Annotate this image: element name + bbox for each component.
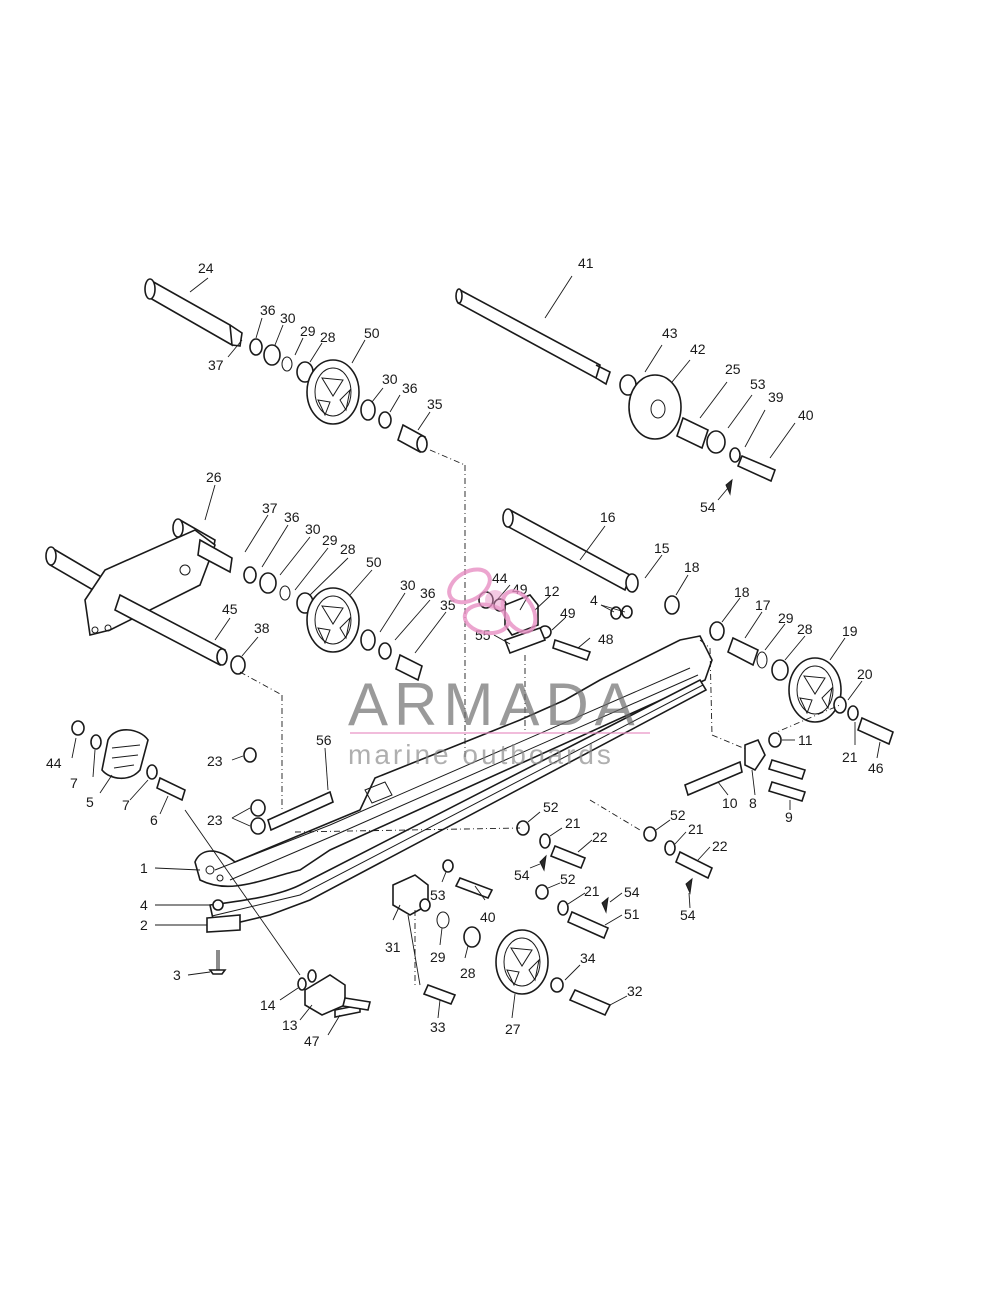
callout-20: 20 <box>857 666 873 682</box>
callout-24: 24 <box>198 260 214 276</box>
callout-22: 22 <box>712 838 728 854</box>
callout-44: 44 <box>492 570 508 586</box>
callout-49: 49 <box>560 605 576 621</box>
callout-4: 4 <box>590 592 598 608</box>
callout-41: 41 <box>578 255 594 271</box>
callout-46: 46 <box>868 760 884 776</box>
upper-left-shaft-assembly: 24 36 30 29 28 50 37 30 36 35 <box>144 260 443 454</box>
callout-34: 34 <box>580 950 596 966</box>
watermark-title: ARMADA <box>348 671 641 738</box>
callout-51: 51 <box>624 906 640 922</box>
callout-54: 54 <box>700 499 716 515</box>
callout-56: 56 <box>316 732 332 748</box>
callout-53: 53 <box>750 376 766 392</box>
callout-12: 12 <box>544 583 560 599</box>
callout-7: 7 <box>70 775 78 791</box>
callout-26: 26 <box>206 469 222 485</box>
center-bracket-assembly: 44 49 12 49 55 48 4 <box>475 570 633 662</box>
callout-21: 21 <box>842 749 858 765</box>
callout-13: 13 <box>282 1017 298 1033</box>
callout-21: 21 <box>688 821 704 837</box>
watermark-subtitle: marine outboards <box>348 739 614 770</box>
callout-54: 54 <box>624 884 640 900</box>
callout-31: 31 <box>385 939 401 955</box>
callout-2: 2 <box>140 917 148 933</box>
callout-23: 23 <box>207 812 223 828</box>
lower-right-parts: 52 21 22 54 52 21 54 51 52 21 22 54 10 8… <box>514 732 813 940</box>
callout-9: 9 <box>785 809 793 825</box>
callout-50: 50 <box>364 325 380 341</box>
callout-22: 22 <box>592 829 608 845</box>
callout-35: 35 <box>427 396 443 412</box>
callout-25: 25 <box>725 361 741 377</box>
callout-38: 38 <box>254 620 270 636</box>
callout-36: 36 <box>284 509 300 525</box>
callout-7: 7 <box>122 797 130 813</box>
callout-29: 29 <box>778 610 794 626</box>
callout-19: 19 <box>842 623 858 639</box>
callout-33: 33 <box>430 1019 446 1035</box>
callout-28: 28 <box>797 621 813 637</box>
watermark-logo <box>447 567 538 636</box>
lower-left-parts: 4 3 14 13 47 <box>140 897 371 1049</box>
callout-29: 29 <box>322 532 338 548</box>
callout-47: 47 <box>304 1033 320 1049</box>
callout-50: 50 <box>366 554 382 570</box>
callout-36: 36 <box>402 380 418 396</box>
lower-center-parts: 31 29 28 53 40 33 27 34 32 <box>385 859 643 1037</box>
callout-23: 23 <box>207 753 223 769</box>
callout-30: 30 <box>280 310 296 326</box>
callout-44: 44 <box>46 755 62 771</box>
watermark: ARMADA marine outboards <box>348 567 650 770</box>
callout-37: 37 <box>262 500 278 516</box>
callout-3: 3 <box>173 967 181 983</box>
callout-1: 1 <box>140 860 148 876</box>
callout-40: 40 <box>798 407 814 423</box>
callout-8: 8 <box>749 795 757 811</box>
callout-54: 54 <box>514 867 530 883</box>
callout-48: 48 <box>598 631 614 647</box>
callout-18: 18 <box>734 584 750 600</box>
callout-42: 42 <box>690 341 706 357</box>
left-front-parts: 44 7 5 7 6 23 23 <box>46 720 301 976</box>
callout-17: 17 <box>755 597 771 613</box>
callout-10: 10 <box>722 795 738 811</box>
upper-right-shaft-assembly: 41 43 42 25 53 39 40 54 <box>455 255 814 515</box>
callout-30: 30 <box>400 577 416 593</box>
callout-37: 37 <box>208 357 224 373</box>
callout-30: 30 <box>382 371 398 387</box>
callout-29: 29 <box>430 949 446 965</box>
callout-21: 21 <box>565 815 581 831</box>
callout-15: 15 <box>654 540 670 556</box>
callout-4: 4 <box>140 897 148 913</box>
middle-left-arm-assembly: 26 37 36 30 29 28 50 45 38 30 36 35 <box>45 469 456 682</box>
callout-28: 28 <box>320 329 336 345</box>
callout-28: 28 <box>340 541 356 557</box>
callout-11: 11 <box>798 732 813 748</box>
callout-53: 53 <box>430 887 446 903</box>
callout-28: 28 <box>460 965 476 981</box>
callout-39: 39 <box>768 389 784 405</box>
callout-29: 29 <box>300 323 316 339</box>
callout-14: 14 <box>260 997 276 1013</box>
callout-45: 45 <box>222 601 238 617</box>
callout-32: 32 <box>627 983 643 999</box>
callout-52: 52 <box>560 871 576 887</box>
callout-36: 36 <box>420 585 436 601</box>
callout-30: 30 <box>305 521 321 537</box>
callout-40: 40 <box>480 909 496 925</box>
callout-36: 36 <box>260 302 276 318</box>
middle-right-shaft-assembly: 16 15 18 18 17 29 28 19 20 21 46 <box>502 508 894 776</box>
callout-27: 27 <box>505 1021 521 1037</box>
callout-16: 16 <box>600 509 616 525</box>
callout-43: 43 <box>662 325 678 341</box>
callout-52: 52 <box>670 807 686 823</box>
callout-6: 6 <box>150 812 158 828</box>
callout-18: 18 <box>684 559 700 575</box>
callout-21: 21 <box>584 883 600 899</box>
callout-52: 52 <box>543 799 559 815</box>
callout-5: 5 <box>86 794 94 810</box>
callout-54: 54 <box>680 907 696 923</box>
